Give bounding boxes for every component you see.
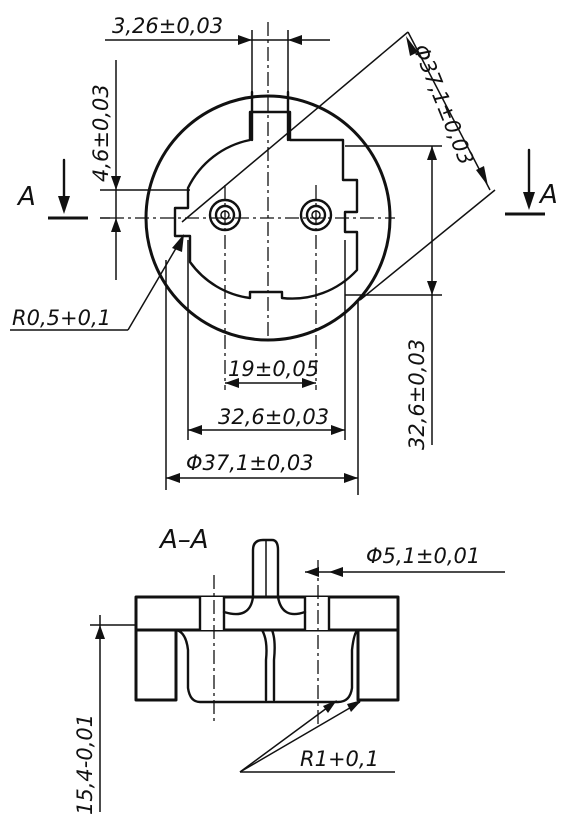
top-plate <box>134 595 400 632</box>
right-hole <box>299 198 333 232</box>
dim-height: 15,4-0,01 <box>73 615 136 815</box>
dim-corner-radius: R0,5+0,1 <box>10 234 184 331</box>
slot-offset-label: 4,6±0,03 <box>89 84 113 182</box>
slot-width-label: 3,26±0,03 <box>112 14 223 38</box>
outer-dia-label: Φ37,1±0,03 <box>408 41 478 168</box>
fillet-radius-label: R1+0,1 <box>300 747 379 771</box>
section-mark-left-label: A <box>16 182 36 212</box>
hole-spacing-label: 19±0,05 <box>228 357 319 381</box>
section-title: A–A <box>158 525 209 555</box>
dim-hole-spacing: 19±0,05 <box>225 357 319 388</box>
dim-slot-width: 3,26±0,03 <box>105 14 330 92</box>
dim-outer-diameter: Φ37,1±0,03 <box>181 31 496 301</box>
right-wall <box>356 628 400 702</box>
interior-contour <box>174 628 360 704</box>
pin <box>251 538 280 599</box>
pin-dia-label: Φ5,1±0,01 <box>366 544 480 568</box>
dim-pin-diameter: Φ5,1±0,01 <box>305 544 505 577</box>
bottom-outer-dia-label: Φ37,1±0,03 <box>186 451 314 475</box>
plan-view: 3,26±0,03 4,6±0,03 A A <box>10 14 558 495</box>
section-mark-right-label: A <box>538 180 558 210</box>
left-wall <box>134 628 178 702</box>
section-mark-left: A <box>16 158 88 220</box>
inner-profile <box>173 110 359 300</box>
dim-fillet-radius: R1+0,1 <box>239 700 395 773</box>
dim-bottom-outer-diameter: Φ37,1±0,03 <box>165 260 359 495</box>
section-view: A–A Φ5,1±0,01 <box>73 525 505 815</box>
corner-radius-label: R0,5+0,1 <box>12 306 111 330</box>
dim-slot-offset: 4,6±0,03 <box>89 60 190 280</box>
section-mark-right: A <box>505 148 558 216</box>
height-label: 15,4-0,01 <box>73 714 97 815</box>
dim-inner-height: 32,6±0,03 <box>345 145 442 450</box>
dim-inner-width: 32,6±0,03 <box>187 240 346 440</box>
left-hole <box>208 198 242 232</box>
inner-height-label: 32,6±0,03 <box>405 339 429 450</box>
top-slot <box>250 90 290 142</box>
inner-width-label: 32,6±0,03 <box>218 405 329 429</box>
